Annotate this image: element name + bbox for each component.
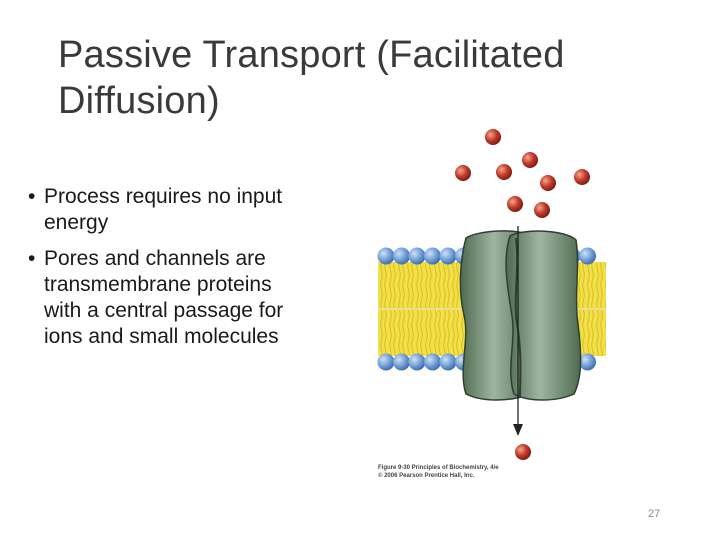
lipid-head (424, 247, 441, 265)
molecule (534, 202, 550, 218)
arrow-head-icon (513, 424, 523, 436)
bullet-line: transmembrane proteins (44, 273, 272, 296)
lipid-head (579, 353, 596, 371)
figure-caption: Figure 9-30 Principles of Biochemistry, … (378, 464, 518, 480)
title-line-2: Diffusion) (58, 80, 220, 122)
lipid-head (424, 353, 441, 371)
bullet-item: Process requires no input energy (28, 184, 358, 236)
channel-protein (459, 230, 582, 401)
molecule (574, 169, 590, 185)
molecule (522, 152, 538, 168)
slide-title: Passive Transport (Facilitated Diffusion… (58, 32, 658, 124)
title-line-1: Passive Transport (Facilitated (58, 34, 565, 76)
lipid-head (439, 353, 457, 371)
molecule (485, 129, 501, 145)
lipid-head (439, 247, 457, 265)
lipid-head (408, 247, 426, 265)
bullet-item: Pores and channels are transmembrane pro… (28, 246, 358, 350)
bullet-line: ions and small molecules (44, 325, 279, 348)
lipid-head (377, 247, 395, 265)
bullet-line: energy (44, 211, 109, 234)
molecule (515, 444, 531, 460)
bullet-line: with a central passage for (44, 299, 284, 322)
lipid-head (393, 247, 410, 265)
lipid-head (377, 353, 395, 371)
molecules (455, 129, 590, 460)
bullet-line: Pores and channels are (44, 247, 266, 270)
molecule (455, 165, 471, 181)
bullet-list: Process requires no input energy Pores a… (28, 184, 358, 360)
protein-right-subunit (505, 230, 582, 401)
page-number: 27 (648, 508, 661, 520)
molecule (507, 196, 523, 212)
caption-line: © 2006 Pearson Prentice Hall, Inc. (378, 473, 475, 479)
lipid-head (579, 247, 596, 265)
molecule (496, 164, 512, 180)
caption-line: Figure 9-30 Principles of Biochemistry, … (378, 465, 499, 471)
lipid-head (408, 353, 426, 371)
bullet-line: Process requires no input (44, 185, 283, 208)
membrane-channel-figure (377, 129, 606, 460)
lipid-head (393, 353, 410, 371)
molecule (540, 175, 556, 191)
